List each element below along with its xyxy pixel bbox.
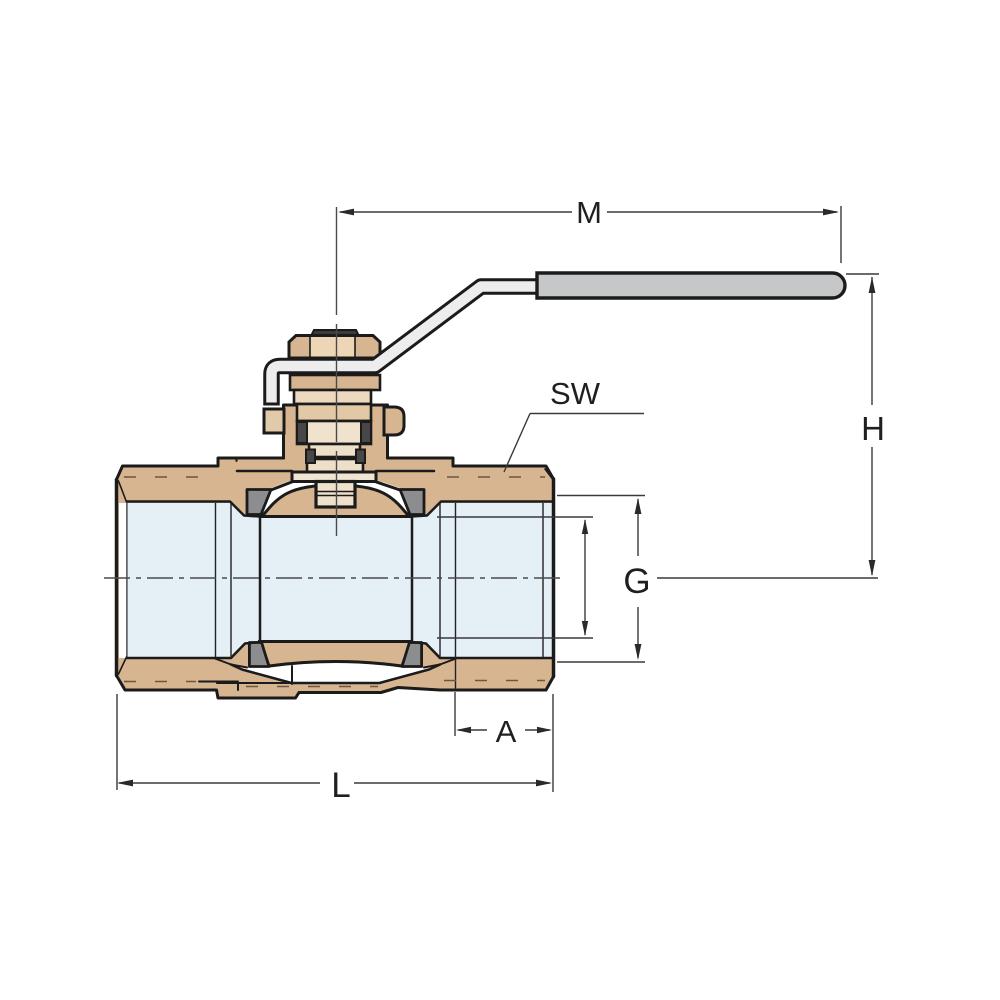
svg-text:M: M [576,195,602,230]
svg-text:SW: SW [550,376,601,411]
svg-text:A: A [496,714,517,749]
svg-text:G: G [623,562,650,601]
svg-text:L: L [331,766,350,805]
svg-text:H: H [861,410,885,447]
